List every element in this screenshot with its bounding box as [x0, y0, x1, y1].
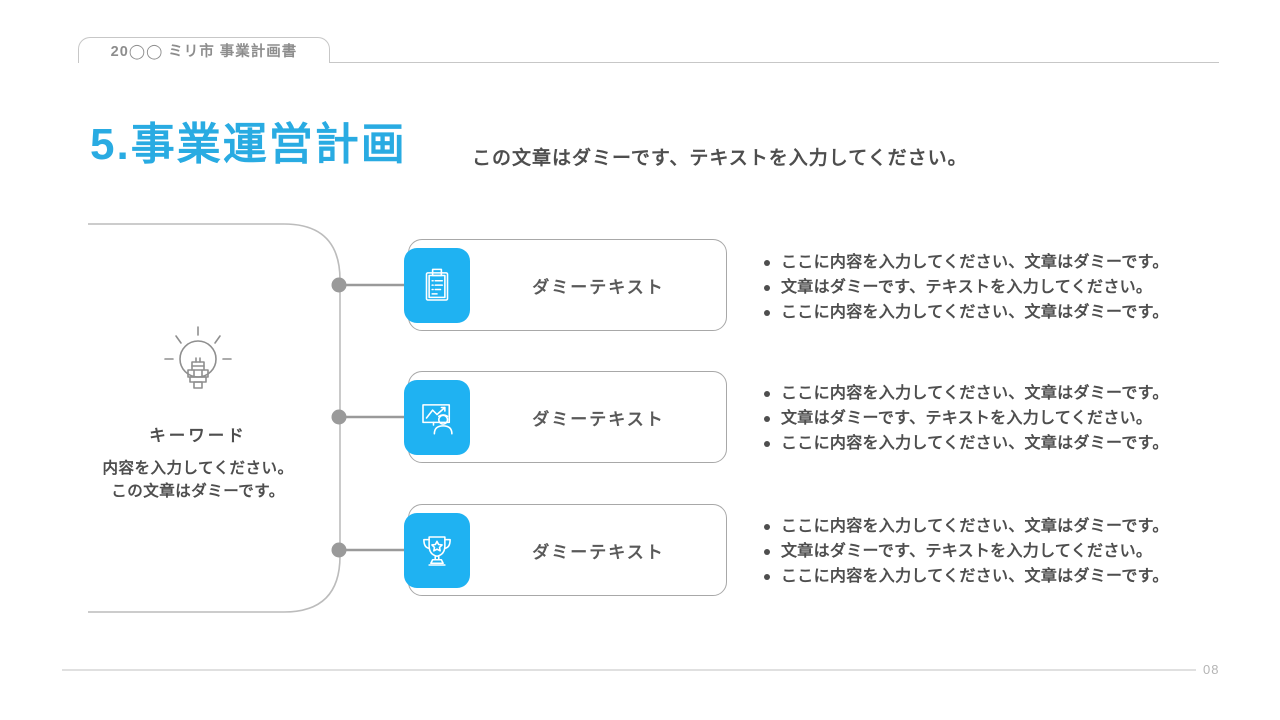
presentation-icon: [404, 380, 470, 455]
keyword-description-line2: この文章はダミーです。: [111, 483, 285, 500]
header-rule: [330, 61, 1219, 63]
bullet-item: ここに内容を入力してください、文章はダミーです。: [762, 564, 1202, 589]
bullet-item: 文章はダミーです、テキストを入力してください。: [762, 539, 1202, 564]
item-card-3: ダミーテキスト: [404, 504, 727, 596]
item-card-1: ダミーテキスト: [404, 239, 727, 331]
bullet-list-3: ここに内容を入力してください、文章はダミーです。 文章はダミーです、テキストを入…: [762, 514, 1202, 589]
page-subtitle: この文章はダミーです、テキストを入力してください。: [472, 148, 968, 169]
trophy-icon: [404, 513, 470, 588]
item-card-1-label: ダミーテキスト: [532, 277, 665, 297]
item-card-3-label: ダミーテキスト: [532, 542, 665, 562]
header-tab: 20◯◯ ミリ市 事業計画書: [78, 37, 330, 63]
bullet-item: ここに内容を入力してください、文章はダミーです。: [762, 250, 1202, 275]
keyword-description: 内容を入力してください。 この文章はダミーです。: [68, 457, 328, 503]
bullet-item: 文章はダミーです、テキストを入力してください。: [762, 275, 1202, 300]
bullet-item: ここに内容を入力してください、文章はダミーです。: [762, 381, 1202, 406]
page-title: 5.事業運営計画: [90, 120, 407, 169]
bullet-item: ここに内容を入力してください、文章はダミーです。: [762, 514, 1202, 539]
header-tab-label: 20◯◯ ミリ市 事業計画書: [110, 44, 298, 60]
page-number: 08: [1203, 662, 1220, 677]
keyword-description-line1: 内容を入力してください。: [102, 460, 294, 477]
keyword-panel: キーワード 内容を入力してください。 この文章はダミーです。: [88, 224, 308, 612]
footer-rule: [62, 669, 1196, 671]
item-card-2-label: ダミーテキスト: [532, 409, 665, 429]
clipboard-icon: [404, 248, 470, 323]
bullet-item: 文章はダミーです、テキストを入力してください。: [762, 406, 1202, 431]
keyword-label: キーワード: [149, 427, 247, 445]
bullet-item: ここに内容を入力してください、文章はダミーです。: [762, 431, 1202, 456]
item-card-2: ダミーテキスト: [404, 371, 727, 463]
lightbulb-icon: [88, 319, 308, 411]
bullet-item: ここに内容を入力してください、文章はダミーです。: [762, 300, 1202, 325]
bullet-list-1: ここに内容を入力してください、文章はダミーです。 文章はダミーです、テキストを入…: [762, 250, 1202, 325]
bullet-list-2: ここに内容を入力してください、文章はダミーです。 文章はダミーです、テキストを入…: [762, 381, 1202, 456]
